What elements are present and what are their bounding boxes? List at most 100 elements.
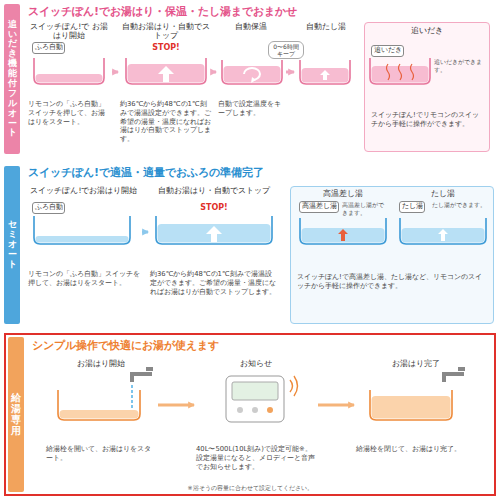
reheat-mark: [387, 64, 414, 80]
bathtub-water: [158, 224, 271, 243]
flow-arrow: [214, 71, 216, 74]
water-arrow: [158, 66, 174, 82]
water-arrow: [206, 226, 222, 242]
section-title: スイッチぽん!で適温・適量でおふろの準備完了: [28, 166, 264, 179]
bathtub-water: [302, 68, 349, 83]
step-panel: 自動お湯はり・自動でストップ約36℃から約48℃の1℃刻みで湯温設定ができます。…: [120, 22, 212, 146]
bathtub-outline: [370, 58, 430, 84]
remote-button: ふろ自動: [32, 202, 65, 214]
section-panel: ふろ自動スイッチぽん!で お湯はり開始リモコンの「ふろ自動」スイッチを押して、お…: [0, 0, 500, 158]
remote-control: [267, 407, 273, 413]
section-label: セミオート: [8, 220, 17, 269]
remote-button: ふろ自動: [32, 42, 65, 54]
remote-control: [294, 376, 298, 396]
step-description: リモコンの「ふろ自動」スイッチを押して、お湯はりをスタート。: [28, 270, 140, 288]
keep-warm-arrow: [244, 68, 260, 83]
step-panel: お湯はり開始給湯栓を開いて、お湯はりをスタート。: [46, 359, 156, 465]
remote-control: [226, 376, 298, 422]
remote-control: [237, 407, 243, 413]
flow-arrow: [142, 231, 148, 234]
step-heading: 自動お湯はり・自動でストップ: [120, 22, 212, 40]
bathtub-outline: [34, 216, 130, 244]
section-band: [4, 4, 24, 492]
panel-fill: [290, 22, 494, 324]
flow-arrow: [286, 71, 294, 74]
bathtub-outline: [156, 216, 272, 244]
tub-note: 追いだきができます。: [434, 58, 486, 73]
footnote: ※浴そうの容量に合わせて設定してください。: [130, 484, 370, 491]
bathtub-outline: [126, 58, 206, 84]
step-description: 40L〜500L(10L刻み)で設定可能※。設定湯量になると、メロディーと音声で…: [196, 445, 316, 471]
bathtub-outline: [34, 58, 104, 84]
faucet: [132, 374, 152, 382]
section-band: [4, 166, 20, 324]
step-heading: スイッチぽん!で お湯はり開始: [28, 22, 110, 40]
section-band: [8, 337, 24, 492]
flow-arrow: [158, 404, 194, 407]
remote-control: [290, 380, 293, 392]
step-description: スイッチぽん!で高温差し湯、たし湯など、リモコンのスイッチから手軽に操作ができま…: [297, 273, 487, 291]
step-heading: 自動保温: [218, 22, 284, 31]
button-label: ふろ自動: [35, 204, 63, 212]
step-heading: お湯はり完了: [356, 359, 476, 368]
step-heading: 自動お湯はり・自動でストップ: [150, 186, 278, 195]
step-description: 給湯栓を開いて、お湯はりをスタート。: [46, 445, 156, 463]
button-label: たし湯: [402, 203, 423, 211]
step-panel: ふろ自動スイッチぽん!で お湯はり開始リモコンの「ふろ自動」スイッチを押して、お…: [28, 22, 110, 128]
tub-note: たし湯ができます。: [432, 201, 488, 209]
bathtub-water: [372, 66, 429, 83]
step-panel: 自動お湯はり・自動でストップ約36℃から約48℃の1℃刻みで湯温設定ができます。…: [150, 186, 278, 298]
panel-fill: [290, 186, 494, 324]
remote-control: [232, 382, 278, 400]
step-description: 約36℃から約48℃の1℃刻みで湯温設定ができます。ご希望の湯量・温度になればお…: [150, 270, 278, 296]
water-arrow: [338, 229, 348, 241]
reheat-mark: [387, 64, 390, 80]
section-label: 給湯専用: [11, 392, 21, 436]
bathtub-outline: [300, 60, 350, 84]
bathtub-water: [36, 64, 485, 419]
section-panel: お湯はり開始給湯栓を開いて、お湯はりをスタート。お知らせ40L〜500L(10L…: [4, 333, 496, 496]
remote-button: たし湯: [399, 201, 425, 213]
bathtub-water: [224, 66, 281, 83]
water-arrow: [438, 229, 448, 241]
remote-control: [252, 407, 258, 413]
section-band: [4, 4, 20, 154]
bathtub-water: [36, 236, 129, 243]
step-panel: 自動たし湯: [296, 22, 356, 33]
step-description: 約36℃から約48℃の1℃刻みで湯温設定ができます。ご希望の湯量・温度になればお…: [120, 100, 212, 144]
section-title: スイッチぽん!でお湯はり・保温・たし湯までおまかせ: [28, 5, 297, 18]
step-heading: 高温差し湯: [295, 189, 391, 198]
step-heading: 追いだき: [365, 26, 489, 35]
reheat-mark: [399, 64, 402, 80]
bathtub-water: [302, 228, 385, 243]
step-panel: お知らせ40L〜500L(10L刻み)で設定可能※。設定湯量になると、メロディー…: [196, 359, 316, 473]
keep-time-badge: 0〜6時間キープ: [268, 41, 304, 59]
step-panel: 自動保温自動で設定温度をキープします。: [218, 22, 284, 120]
bathtub-water: [128, 64, 205, 83]
tub-note: 高温差し湯ができます。: [342, 201, 386, 216]
bathtub-outline: [300, 218, 386, 244]
section-title: シンプル操作で快適にお湯が使えます: [32, 339, 219, 352]
keep-warm-arrow: [251, 77, 256, 83]
faucet: [132, 367, 465, 408]
section-label: 追いだき機能付フルオート: [8, 20, 17, 139]
faucet: [444, 374, 464, 382]
section-panel: ふろ自動 スイッチぽん!でお湯はり開始リモコンの「ふろ自動」スイッチを押して、お湯…: [0, 162, 500, 327]
step-heading: 自動たし湯: [296, 22, 356, 31]
step-heading: お湯はり開始: [46, 359, 156, 368]
button-label: ふろ自動: [35, 44, 63, 52]
faucet: [458, 367, 465, 371]
faucet: [146, 367, 153, 371]
water-arrow: [320, 70, 330, 80]
bathtub-water: [36, 74, 103, 83]
reheat-mark: [411, 64, 414, 80]
step-panel: お湯はり完了給湯栓を閉じて、お湯はり完了。: [356, 359, 476, 456]
button-label: 高温差し湯: [302, 203, 337, 211]
step-panel: ふろ自動 スイッチぽん!でお湯はり開始リモコンの「ふろ自動」スイッチを押して、お湯…: [28, 186, 140, 290]
step-heading: スイッチぽん!でお湯はり開始: [28, 186, 140, 195]
flow-arrow: [318, 404, 354, 407]
remote-button: 追いだき: [371, 45, 404, 57]
step-panel: たし湯たし湯: [395, 189, 491, 229]
